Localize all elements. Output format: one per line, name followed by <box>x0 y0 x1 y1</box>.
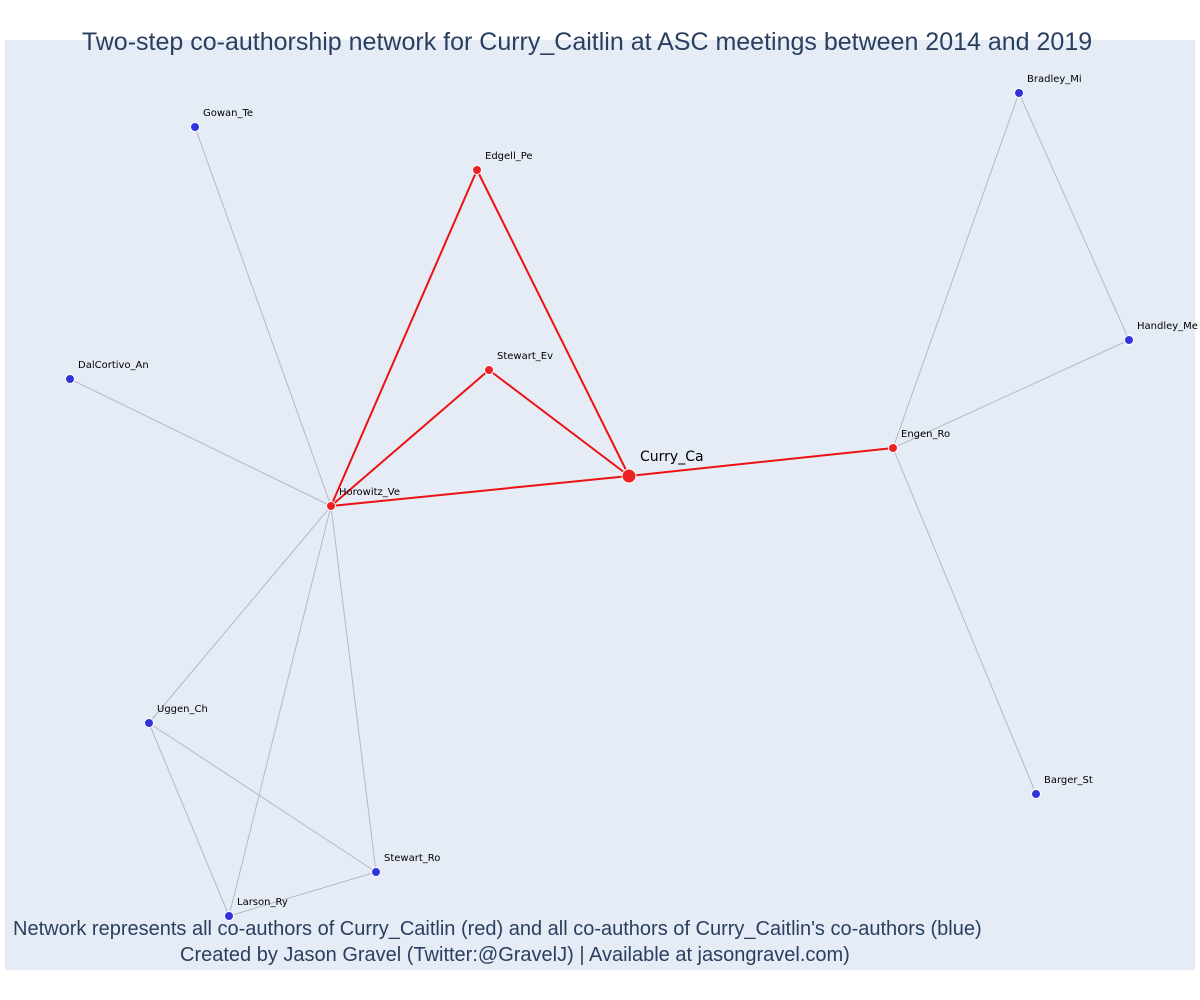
edge-Edgell_Pe-Curry_Ca <box>476 169 630 477</box>
edge-Engen_Ro-Barger_St <box>892 447 1037 795</box>
node-label-Stewart_Ro: Stewart_Ro <box>384 853 440 864</box>
node-Curry_Ca[interactable] <box>621 468 637 484</box>
caption-line-1: Network represents all co-authors of Cur… <box>13 918 982 940</box>
edge-Horowitz_Ve-Stewart_Ev <box>330 369 490 507</box>
node-Engen_Ro[interactable] <box>888 443 898 453</box>
nodes-layer <box>65 88 1134 921</box>
node-Horowitz_Ve[interactable] <box>326 501 336 511</box>
edge-Uggen_Ch-Stewart_Ro <box>148 722 377 873</box>
edge-Curry_Ca-Engen_Ro <box>628 447 894 477</box>
node-label-Bradley_Mi: Bradley_Mi <box>1027 74 1082 85</box>
node-label-Horowitz_Ve: Horowitz_Ve <box>339 487 400 498</box>
node-Uggen_Ch[interactable] <box>144 718 154 728</box>
node-label-Larson_Ry: Larson_Ry <box>237 897 288 908</box>
chart-title: Two-step co-authorship network for Curry… <box>81 28 1093 56</box>
node-Gowan_Te[interactable] <box>190 122 200 132</box>
node-label-Curry_Ca: Curry_Ca <box>640 449 704 465</box>
node-Stewart_Ev[interactable] <box>484 365 494 375</box>
node-label-Stewart_Ev: Stewart_Ev <box>497 351 553 362</box>
node-label-DalCortivo_An: DalCortivo_An <box>78 360 149 371</box>
edge-Horowitz_Ve-Curry_Ca <box>330 475 630 507</box>
node-label-Engen_Ro: Engen_Ro <box>901 429 950 440</box>
edge-Engen_Ro-Bradley_Mi <box>892 92 1020 449</box>
node-label-Edgell_Pe: Edgell_Pe <box>485 151 533 162</box>
node-label-Uggen_Ch: Uggen_Ch <box>157 704 208 715</box>
edge-Horowitz_Ve-Edgell_Pe <box>330 169 478 507</box>
edge-Engen_Ro-Handley_Me <box>892 339 1130 449</box>
edge-Horowitz_Ve-DalCortivo_An <box>69 378 332 507</box>
node-Handley_Me[interactable] <box>1124 335 1134 345</box>
edge-Horowitz_Ve-Gowan_Te <box>194 126 332 507</box>
node-Edgell_Pe[interactable] <box>472 165 482 175</box>
node-Stewart_Ro[interactable] <box>371 867 381 877</box>
node-Bradley_Mi[interactable] <box>1014 88 1024 98</box>
edges-layer <box>69 92 1130 917</box>
node-Barger_St[interactable] <box>1031 789 1041 799</box>
edge-Uggen_Ch-Larson_Ry <box>148 722 230 917</box>
edge-Stewart_Ev-Curry_Ca <box>488 369 630 477</box>
edge-Larson_Ry-Stewart_Ro <box>228 871 377 917</box>
plot-area <box>5 40 1195 970</box>
edge-Bradley_Mi-Handley_Me <box>1018 92 1130 341</box>
node-DalCortivo_An[interactable] <box>65 374 75 384</box>
node-label-Barger_St: Barger_St <box>1044 775 1093 786</box>
caption-line-2: Created by Jason Gravel (Twitter:@Gravel… <box>180 944 850 966</box>
node-Larson_Ry[interactable] <box>224 911 234 921</box>
edge-Horowitz_Ve-Uggen_Ch <box>148 505 332 724</box>
edge-Horowitz_Ve-Larson_Ry <box>228 505 332 917</box>
edge-Horowitz_Ve-Stewart_Ro <box>330 505 377 873</box>
node-label-Handley_Me: Handley_Me <box>1137 321 1198 332</box>
node-label-Gowan_Te: Gowan_Te <box>203 108 253 119</box>
